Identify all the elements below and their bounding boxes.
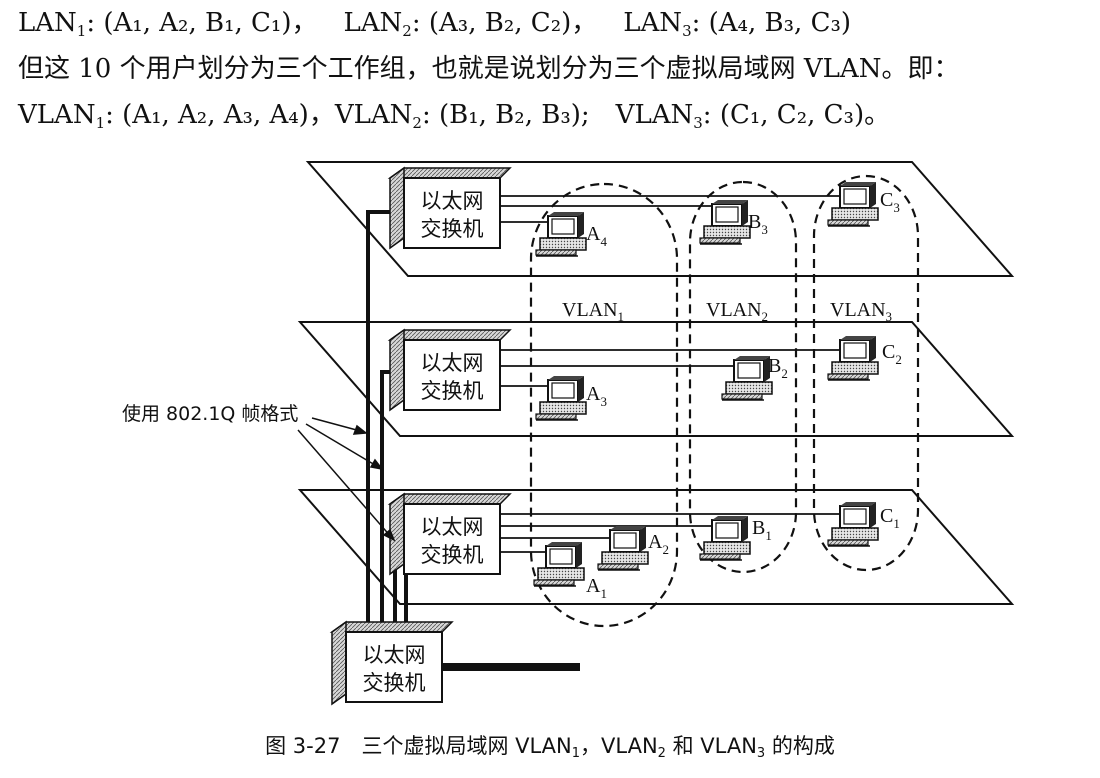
vlan3-label: VLAN3 xyxy=(830,299,892,324)
switch-bottom: 以太网 交换机 xyxy=(387,492,512,576)
connection-lines xyxy=(500,195,840,553)
vlan2-label: VLAN2 xyxy=(706,299,768,324)
text-line-2: 但这 10 个用户划分为三个工作组，也就是说划分为三个虚拟局域网 VLAN。即： xyxy=(18,54,960,84)
vlan2-group xyxy=(688,180,798,574)
switch-label: 以太网 xyxy=(421,351,484,375)
switch-label: 交换机 xyxy=(421,543,484,567)
vlan1-label: VLAN1 xyxy=(562,299,624,324)
host-b2-label: B2 xyxy=(768,355,788,381)
switch-label: 以太网 xyxy=(363,643,426,667)
lan1-def: LAN1: (A₁, A₂, B₁, C₁)， xyxy=(18,8,318,40)
switch-core: 以太网 交换机 xyxy=(329,620,454,706)
host-a4-label: A4 xyxy=(586,223,607,249)
vlan2-def: VLAN2: (B₁, B₂, B₃); xyxy=(334,100,590,132)
vlan-groups xyxy=(529,174,920,628)
switch-label: 交换机 xyxy=(421,217,484,241)
switch-label: 交换机 xyxy=(363,671,426,695)
host-a3-label: A3 xyxy=(586,383,607,409)
vlan3-group xyxy=(812,174,920,572)
lan2-def: LAN2: (A₃, B₂, C₂)， xyxy=(343,8,598,40)
host-b1-label: B1 xyxy=(752,517,772,543)
text-line-1: LAN1: (A₁, A₂, B₁, C₁)， LAN2: (A₃, B₂, C₂… xyxy=(18,6,851,48)
switch-label: 交换机 xyxy=(421,379,484,403)
switch-label: 以太网 xyxy=(421,189,484,213)
trunk-label: 使用 802.1Q 帧格式 xyxy=(122,403,298,425)
vlan1-group xyxy=(529,182,679,628)
figure-caption: 图 3-27 三个虚拟局域网 VLAN1，VLAN2 和 VLAN3 的构成 xyxy=(265,734,835,761)
host-a2-label: A2 xyxy=(648,531,669,557)
host-a1-label: A1 xyxy=(586,575,607,601)
text-line-3: VLAN1: (A₁, A₂, A₃, A₄)，VLAN2: (B₁, B₂, … xyxy=(18,98,890,140)
host-c3-label: C3 xyxy=(880,189,900,215)
vlan1-def: VLAN1: (A₁, A₂, A₃, A₄)， xyxy=(18,100,335,132)
trunk-arrows xyxy=(297,417,396,542)
switch-label: 以太网 xyxy=(421,515,484,539)
vlan3-def: VLAN3: (C₁, C₂, C₃)。 xyxy=(615,100,891,132)
lan3-def: LAN3: (A₄, B₃, C₃) xyxy=(623,8,852,40)
switch-top: 以太网 交换机 xyxy=(387,166,512,250)
host-b3-label: B3 xyxy=(748,211,768,237)
host-c2-label: C2 xyxy=(882,341,902,367)
host-c1-label: C1 xyxy=(880,505,900,531)
switch-middle: 以太网 交换机 xyxy=(387,328,512,412)
